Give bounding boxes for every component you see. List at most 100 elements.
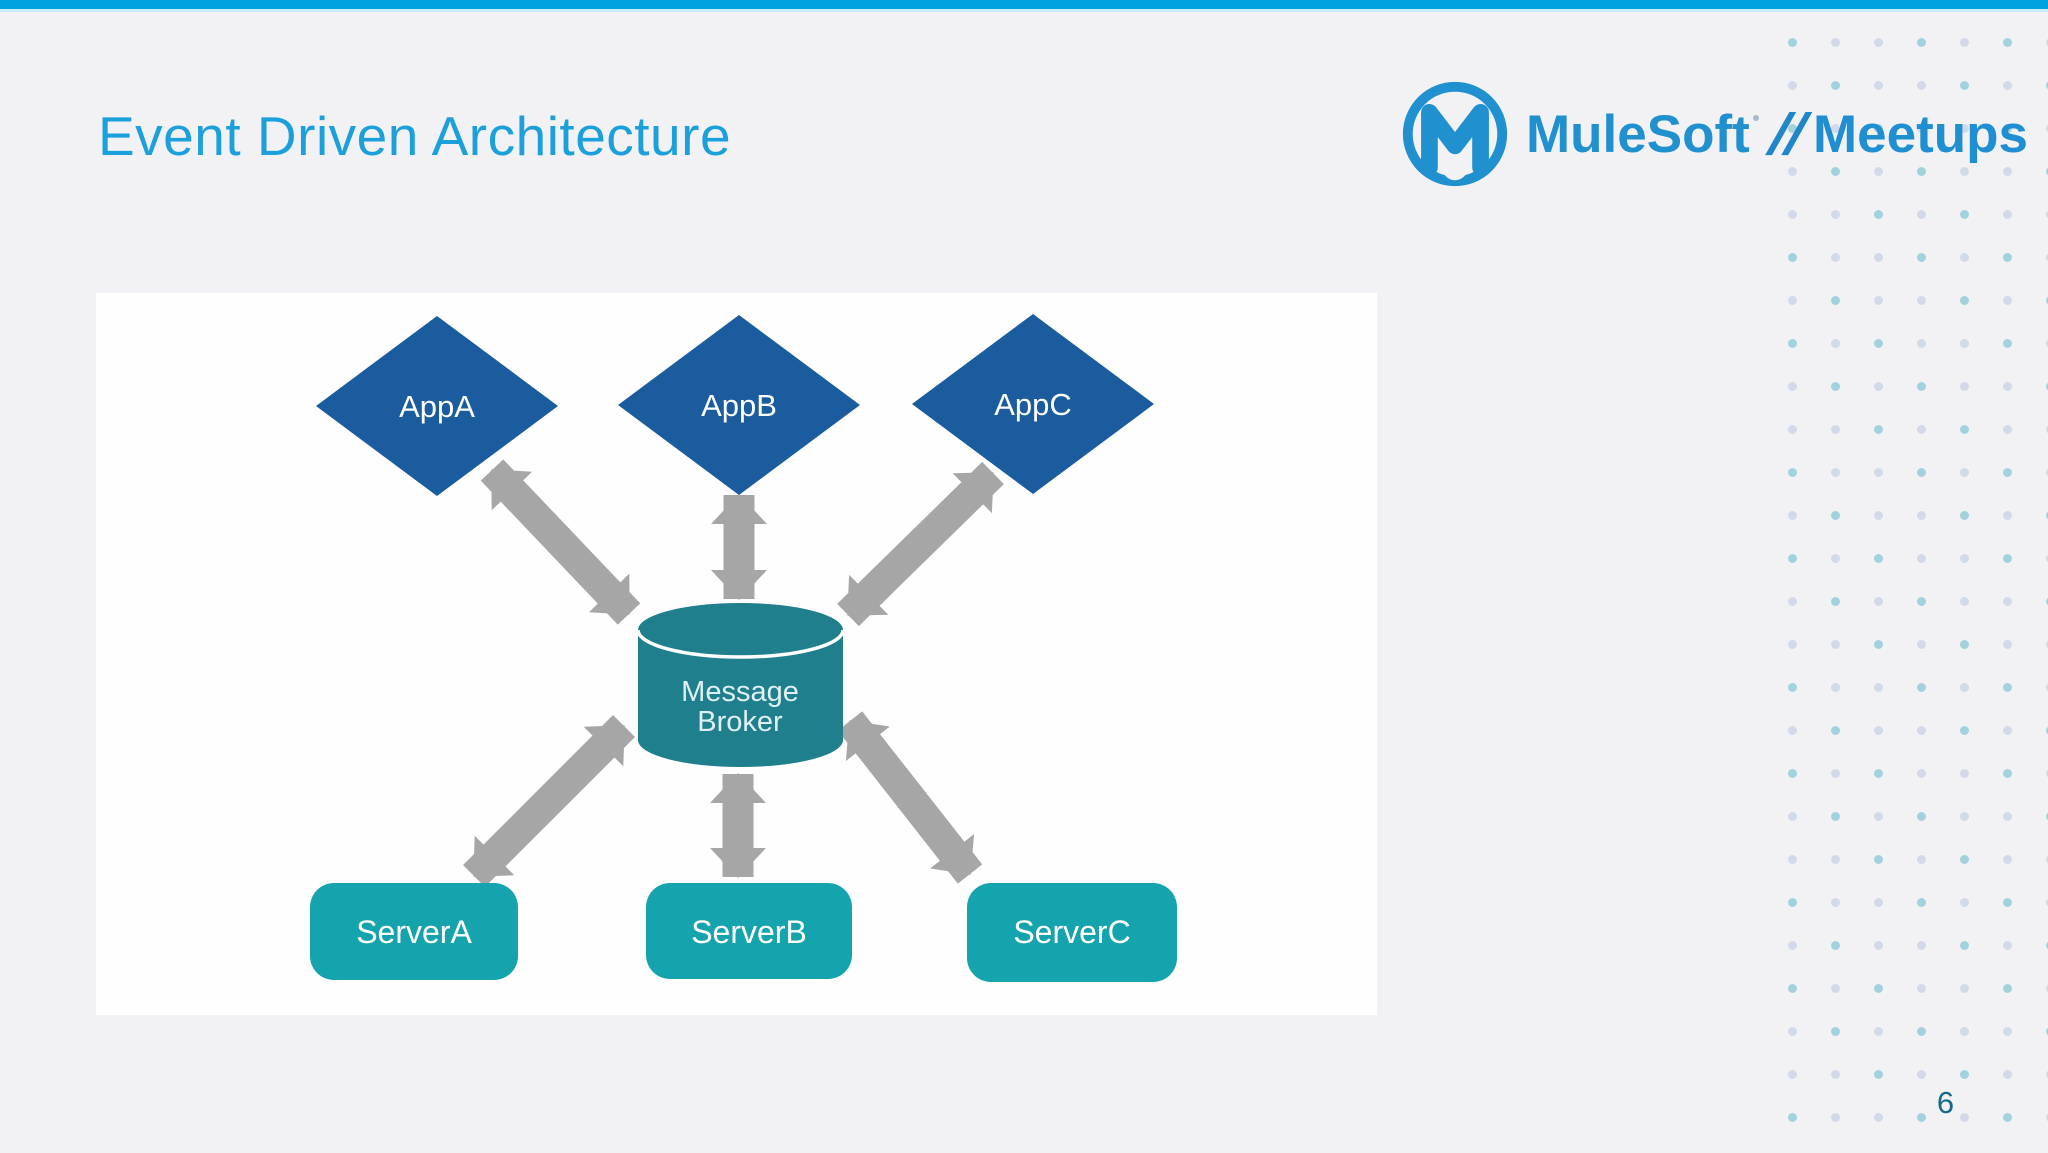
diagram-panel: AppA AppB AppC Message Broker ServerA Se… bbox=[96, 293, 1377, 1015]
background-dot bbox=[1831, 382, 1840, 391]
background-dot bbox=[2046, 1113, 2048, 1122]
background-dot bbox=[1788, 339, 1797, 348]
background-dot bbox=[1788, 855, 1797, 864]
logo-wordmark: MuleSoft // Meetups bbox=[1526, 101, 2028, 168]
background-dot bbox=[1874, 726, 1883, 735]
background-dot bbox=[1788, 1027, 1797, 1036]
background-dot bbox=[1788, 941, 1797, 950]
background-dot bbox=[1788, 253, 1797, 262]
arrow-broker-serverc bbox=[837, 711, 983, 884]
background-dot bbox=[1917, 726, 1926, 735]
background-dot bbox=[1874, 339, 1883, 348]
mulesoft-meetups-logo: MuleSoft // Meetups bbox=[1396, 75, 2028, 193]
background-dot bbox=[1917, 296, 1926, 305]
mulesoft-logo-icon bbox=[1402, 81, 1508, 187]
node-appc-diamond bbox=[912, 314, 1154, 494]
background-dot bbox=[2046, 425, 2048, 434]
background-dot bbox=[1788, 38, 1797, 47]
node-servera-box bbox=[310, 883, 518, 980]
background-dot bbox=[1788, 640, 1797, 649]
background-dot bbox=[2003, 898, 2012, 907]
background-dot bbox=[1831, 1113, 1840, 1122]
trademark-dot bbox=[1752, 114, 1759, 121]
background-dot bbox=[1788, 124, 1797, 133]
background-dot bbox=[2046, 210, 2048, 219]
background-dot bbox=[1874, 511, 1883, 520]
background-dot bbox=[1788, 1070, 1797, 1079]
background-dot bbox=[1917, 468, 1926, 477]
background-dot bbox=[2046, 511, 2048, 520]
background-dot bbox=[1874, 468, 1883, 477]
background-dot bbox=[1788, 984, 1797, 993]
background-dot bbox=[1874, 640, 1883, 649]
background-dot bbox=[1831, 339, 1840, 348]
background-dot bbox=[1917, 1070, 1926, 1079]
background-dot bbox=[1960, 984, 1969, 993]
background-dot bbox=[1874, 124, 1883, 133]
background-dot bbox=[1960, 253, 1969, 262]
background-dot bbox=[2046, 898, 2048, 907]
node-serverc-box bbox=[967, 883, 1177, 982]
background-dot bbox=[1960, 898, 1969, 907]
background-dot bbox=[1960, 726, 1969, 735]
background-dot bbox=[1917, 167, 1926, 176]
background-dot bbox=[1874, 855, 1883, 864]
background-dot bbox=[1917, 210, 1926, 219]
background-dot bbox=[2003, 1070, 2012, 1079]
background-dot bbox=[1874, 898, 1883, 907]
background-dot bbox=[1874, 425, 1883, 434]
background-dot bbox=[1917, 81, 1926, 90]
background-dot bbox=[2003, 597, 2012, 606]
background-dot bbox=[1960, 597, 1969, 606]
background-dot bbox=[1917, 1027, 1926, 1036]
background-dot bbox=[1874, 1113, 1883, 1122]
background-dot bbox=[1874, 382, 1883, 391]
background-dot bbox=[1788, 597, 1797, 606]
top-accent-bar bbox=[0, 0, 2048, 9]
background-dot bbox=[1831, 640, 1840, 649]
background-dot bbox=[1874, 683, 1883, 692]
arrow-appc-broker bbox=[837, 461, 1004, 627]
background-dot bbox=[1960, 812, 1969, 821]
background-dot bbox=[2046, 382, 2048, 391]
background-dot bbox=[2003, 253, 2012, 262]
arrow-appa-broker bbox=[480, 459, 641, 625]
background-dot bbox=[2003, 855, 2012, 864]
background-dot bbox=[1788, 167, 1797, 176]
background-dot bbox=[1960, 769, 1969, 778]
background-dot bbox=[1831, 898, 1840, 907]
background-dot bbox=[1960, 167, 1969, 176]
node-servera-label: ServerA bbox=[356, 914, 472, 950]
background-dot bbox=[1960, 339, 1969, 348]
background-dot bbox=[1960, 296, 1969, 305]
background-dot bbox=[1788, 296, 1797, 305]
background-dot bbox=[2046, 38, 2048, 47]
background-dot bbox=[1917, 898, 1926, 907]
background-dot bbox=[1960, 468, 1969, 477]
page-number: 6 bbox=[1936, 1085, 1955, 1120]
background-dot bbox=[1917, 855, 1926, 864]
background-dot bbox=[1788, 425, 1797, 434]
background-dot bbox=[1917, 597, 1926, 606]
background-dot bbox=[1960, 1113, 1969, 1122]
node-serverb-box bbox=[646, 883, 852, 979]
logo-slashes: // bbox=[1765, 101, 1809, 167]
background-dot bbox=[1917, 425, 1926, 434]
node-appc-label: AppC bbox=[994, 387, 1072, 422]
background-dot bbox=[2003, 339, 2012, 348]
background-dot bbox=[1874, 769, 1883, 778]
background-dot bbox=[2046, 1070, 2048, 1079]
background-dot bbox=[1831, 253, 1840, 262]
logo-brand-text: MuleSoft bbox=[1526, 104, 1750, 164]
background-dot bbox=[1917, 941, 1926, 950]
background-dot bbox=[2003, 468, 2012, 477]
background-dot bbox=[2046, 683, 2048, 692]
background-dot bbox=[1960, 855, 1969, 864]
background-dot bbox=[1831, 812, 1840, 821]
background-dot bbox=[1788, 554, 1797, 563]
background-dot bbox=[2003, 210, 2012, 219]
background-dot bbox=[1831, 511, 1840, 520]
background-dot bbox=[1874, 81, 1883, 90]
node-appb-diamond bbox=[618, 315, 860, 495]
